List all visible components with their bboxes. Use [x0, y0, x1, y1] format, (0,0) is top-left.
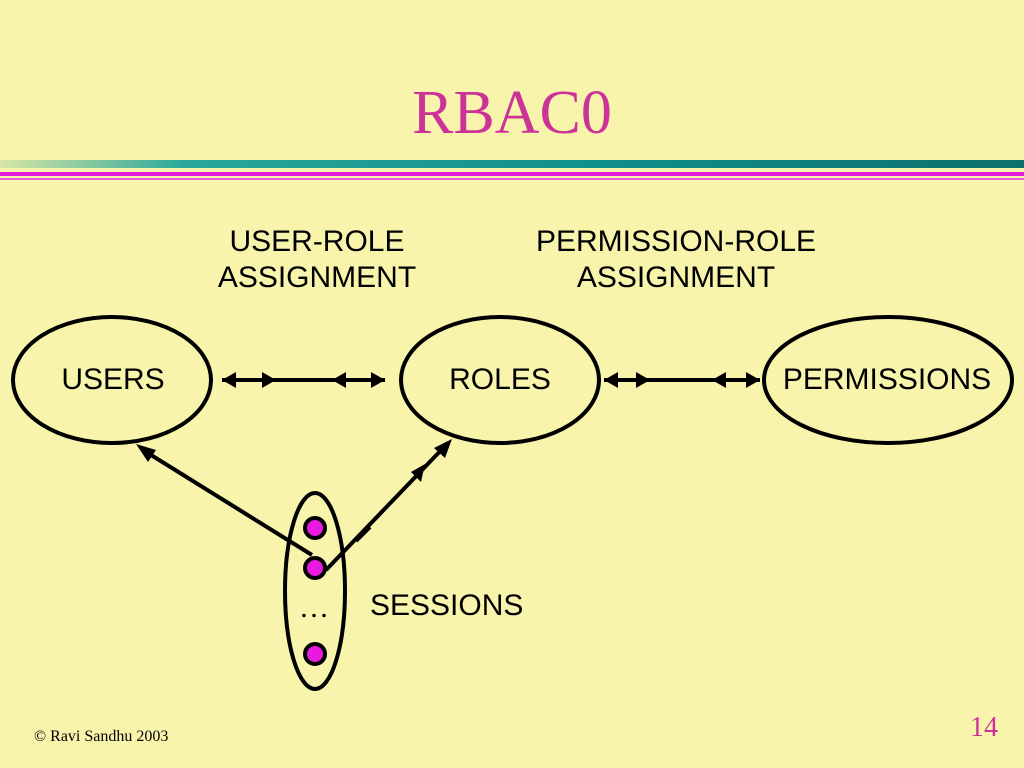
sessions-label: SESSIONS	[370, 589, 524, 622]
permissions-label: PERMISSIONS	[782, 363, 992, 396]
user-role-assignment-line-2: ASSIGNMENT	[217, 261, 417, 294]
session-dot	[303, 642, 327, 666]
permissions-node	[762, 315, 1014, 445]
permission-role-assignment-line-1: PERMISSION-ROLE	[535, 225, 817, 258]
roles-label: ROLES	[449, 363, 551, 396]
session-role-connector	[324, 439, 452, 572]
session-dot	[303, 556, 327, 580]
copyright-notice: © Ravi Sandhu 2003	[34, 728, 169, 745]
roles-node	[399, 315, 601, 445]
title-divider-magenta	[0, 172, 1024, 176]
user-role-assignment-label: USER-ROLE ASSIGNMENT	[196, 224, 438, 296]
slide-title: RBAC0	[412, 79, 612, 147]
session-dot	[303, 516, 327, 540]
permission-role-assignment-label: PERMISSION-ROLE ASSIGNMENT	[500, 224, 852, 296]
session-ellipsis: …	[299, 591, 329, 624]
permission-role-connector	[604, 372, 760, 388]
sessions-node	[283, 491, 347, 691]
permission-role-assignment-line-2: ASSIGNMENT	[576, 261, 776, 294]
users-label: USERS	[61, 363, 165, 396]
user-role-connector	[222, 372, 385, 388]
title-divider-magenta-thin	[0, 178, 1024, 180]
users-node	[11, 315, 213, 445]
session-user-connector	[136, 444, 314, 557]
title-divider-teal	[0, 160, 1024, 168]
page-number: 14	[970, 712, 998, 743]
user-role-assignment-line-1: USER-ROLE	[229, 225, 405, 258]
